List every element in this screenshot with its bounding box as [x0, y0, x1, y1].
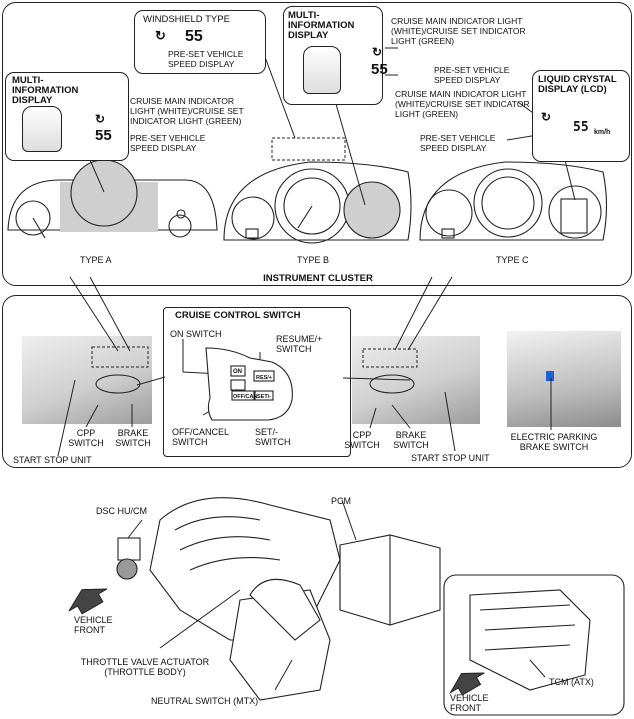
- type-a-speed-value: 55: [95, 127, 112, 144]
- set-minus-button[interactable]: SET/-: [257, 394, 272, 400]
- epb-photo: [507, 331, 621, 427]
- type-c-label: TYPE C: [496, 255, 529, 265]
- type-c-cluster: [419, 161, 608, 241]
- right-steering-photo: [352, 336, 480, 424]
- type-c-box-title: LIQUID CRYSTAL DISPLAY (LCD): [538, 74, 617, 95]
- windshield-box: [134, 10, 266, 74]
- epb-switch-label: ELECTRIC PARKING BRAKE SWITCH: [510, 432, 598, 452]
- cruise-control-switch-box: [163, 307, 351, 457]
- cruise-control-switch-drawing: [205, 347, 293, 421]
- cruise-indicator-icon-c: ↻: [541, 110, 552, 124]
- type-c-lcd-unit: km/h: [594, 129, 611, 136]
- tcm-label: TCM (ATX): [549, 677, 594, 687]
- type-c-lcd-box: [532, 70, 630, 162]
- set-minus-switch-label: SET/- SWITCH: [255, 427, 291, 447]
- car-rear-icon-b: [303, 46, 341, 94]
- on-button[interactable]: ON: [233, 369, 242, 375]
- type-a-preset-label: PRE-SET VEHICLE SPEED DISPLAY: [130, 133, 206, 153]
- type-b-speed-value: 55: [371, 61, 388, 78]
- type-b-label: TYPE B: [297, 255, 330, 265]
- vehicle-front-right-label: VEHICLE FRONT: [450, 693, 489, 713]
- type-b-cluster: [223, 161, 412, 244]
- type-a-cruise-label: CRUISE MAIN INDICATOR LIGHT (WHITE)/CRUI…: [130, 96, 244, 126]
- left-brake-switch-label: BRAKE SWITCH: [115, 428, 151, 448]
- tcm-unit: [469, 589, 591, 691]
- car-rear-icon: [22, 106, 62, 152]
- throttle-label: THROTTLE VALVE ACTUATOR (THROTTLE BODY): [80, 657, 210, 677]
- type-a-label: TYPE A: [80, 255, 112, 265]
- cruise-indicator-icon: ↻: [95, 112, 106, 126]
- windshield-display-area: [271, 137, 346, 161]
- type-a-box-title: MULTI-INFORMATION DISPLAY: [12, 75, 79, 106]
- type-c-preset-label: PRE-SET VEHICLE SPEED DISPLAY: [420, 133, 496, 153]
- windshield-cruise-icon: ↻: [155, 28, 166, 43]
- vehicle-front-arrow-left: [68, 588, 108, 615]
- type-b-box-title: MULTI-INFORMATION DISPLAY: [288, 10, 355, 41]
- off-cancel-switch-label: OFF/CANCEL SWITCH: [172, 427, 229, 447]
- off-cancel-button[interactable]: OFF/CAN: [233, 394, 258, 400]
- left-start-stop-label: START STOP UNIT: [13, 455, 92, 465]
- instrument-cluster-panel: [2, 2, 632, 286]
- type-b-cruise-label: CRUISE MAIN INDICATOR LIGHT (WHITE)/CRUI…: [391, 16, 526, 46]
- resume-switch-label: RESUME/+ SWITCH: [276, 334, 323, 354]
- windshield-box-title: WINDSHIELD TYPE: [143, 14, 230, 25]
- dsc-unit: [117, 537, 141, 561]
- right-cpp-switch-label: CPP SWITCH: [344, 430, 380, 450]
- type-a-cluster: [7, 159, 218, 239]
- pcm-label: PCM: [331, 496, 351, 506]
- windshield-preset-label: PRE-SET VEHICLE SPEED DISPLAY: [168, 49, 244, 69]
- type-c-lcd-value: 55: [573, 120, 589, 135]
- cruise-indicator-icon-b: ↻: [372, 45, 383, 59]
- vehicle-front-left-label: VEHICLE FRONT: [74, 615, 113, 635]
- vehicle-front-arrow-right: [449, 672, 485, 696]
- type-c-cruise-label: CRUISE MAIN INDICATOR LIGHT (WHITE)/CRUI…: [395, 89, 530, 119]
- cruise-control-switch-title: CRUISE CONTROL SWITCH: [175, 310, 301, 321]
- right-brake-switch-label: BRAKE SWITCH: [393, 430, 429, 450]
- resume-button[interactable]: RES/+: [256, 375, 273, 381]
- epb-switch-highlight: [546, 371, 554, 381]
- left-cpp-switch-label: CPP SWITCH: [68, 428, 104, 448]
- on-switch-label: ON SWITCH: [170, 329, 222, 339]
- instrument-cluster-label: INSTRUMENT CLUSTER: [218, 274, 418, 284]
- switch-panel: [2, 295, 632, 468]
- neutral-switch-label: NEUTRAL SWITCH (MTX): [151, 696, 259, 706]
- windshield-speed-value: 55: [185, 28, 203, 45]
- type-b-preset-label: PRE-SET VEHICLE SPEED DISPLAY: [434, 65, 510, 85]
- right-start-stop-label: START STOP UNIT: [411, 453, 490, 463]
- dsc-label: DSC HU/CM: [96, 506, 147, 516]
